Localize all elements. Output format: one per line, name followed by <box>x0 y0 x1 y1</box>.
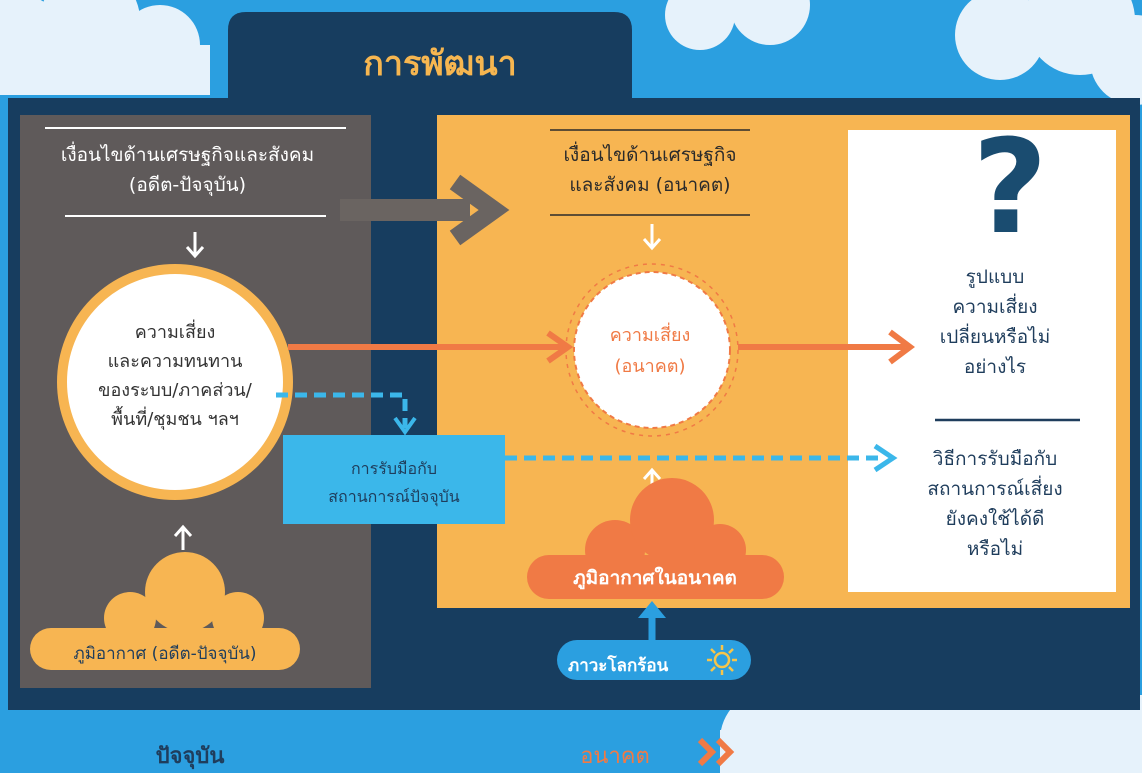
method-question-line3: ยังคงใช้ได้ดี <box>945 508 1045 530</box>
risk-future-line1: ความเสี่ยง <box>609 325 691 346</box>
title: การพัฒนา <box>363 44 517 84</box>
coping-arrows <box>276 392 880 461</box>
global-warming-label: ภาวะโลกร้อน <box>568 656 669 676</box>
past-conditions-line1: เงื่อนไขด้านเศรษฐกิจและสังคม <box>60 144 315 166</box>
climate-past-label: ภูมิอากาศ (อดีต-ปัจจุบัน) <box>73 644 257 664</box>
up-arrows <box>173 467 662 550</box>
double-chevron-right-icon <box>697 737 735 767</box>
pattern-question-line2: ความเสี่ยง <box>952 296 1038 318</box>
future-conditions-line2: และสังคม (อนาคต) <box>569 174 731 196</box>
present-label: ปัจจุบัน <box>155 744 225 769</box>
sun-icon <box>707 645 737 675</box>
risk-present-text: ความเสี่ยง และความทนทาน ของระบบ/ภาคส่วน/… <box>60 318 290 434</box>
pattern-question-line4: อย่างไร <box>963 356 1027 378</box>
climate-future-label: ภูมิอากาศในอนาคต <box>573 567 737 589</box>
risk-arrows <box>288 329 915 365</box>
method-question-line1: วิธีการรับมือกับ <box>932 448 1058 470</box>
coping-box <box>283 435 505 524</box>
coping-present-line2: สถานการณ์ปัจจุบัน <box>328 487 460 506</box>
coping-present-line1: การรับมือกับ <box>350 459 437 478</box>
arrow-conditions <box>340 174 510 246</box>
method-question-line2: สถานการณ์เสี่ยง <box>927 478 1063 500</box>
pattern-question: รูปแบบ ความเสี่ยง เปลี่ยนหรือไม่ อย่างไร <box>880 262 1110 382</box>
risk-present-line4: พื้นที่/ชุมชน ฯลฯ <box>111 409 239 430</box>
global-warming-pill <box>557 640 751 680</box>
pattern-question-line3: เปลี่ยนหรือไม่ <box>939 326 1051 348</box>
risk-future-text: ความเสี่ยง (อนาคต) <box>555 320 745 382</box>
past-conditions-line2: (อดีต-ปัจจุบัน) <box>128 174 247 196</box>
future-conditions-label: เงื่อนไขด้านเศรษฐกิจ และสังคม (อนาคต) <box>445 140 855 200</box>
risk-future-line2: (อนาคต) <box>614 356 686 377</box>
pattern-question-line1: รูปแบบ <box>965 266 1025 288</box>
warming-arrow <box>638 601 666 645</box>
cloud-past-climate <box>30 552 300 670</box>
future-label: อนาคต <box>580 744 650 769</box>
method-question-line4: หรือไม่ <box>966 538 1024 560</box>
coping-present-text: การรับมือกับ สถานการณ์ปัจจุบัน <box>283 455 505 511</box>
past-conditions-label: เงื่อนไขด้านเศรษฐกิจและสังคม (อดีต-ปัจจุ… <box>20 140 355 200</box>
risk-present-line2: และความทนทาน <box>107 351 243 372</box>
question-mark: ? <box>972 111 1048 263</box>
risk-present-circle <box>57 264 293 500</box>
risk-present-line3: ของระบบ/ภาคส่วน/ <box>98 380 252 401</box>
risk-future-circle <box>573 271 731 429</box>
method-question: วิธีการรับมือกับ สถานการณ์เสี่ยง ยังคงใช… <box>880 444 1110 564</box>
risk-present-line1: ความเสี่ยง <box>134 322 216 343</box>
cloud-future-climate <box>527 478 784 599</box>
down-arrows <box>185 224 662 259</box>
future-conditions-line1: เงื่อนไขด้านเศรษฐกิจ <box>563 144 737 166</box>
